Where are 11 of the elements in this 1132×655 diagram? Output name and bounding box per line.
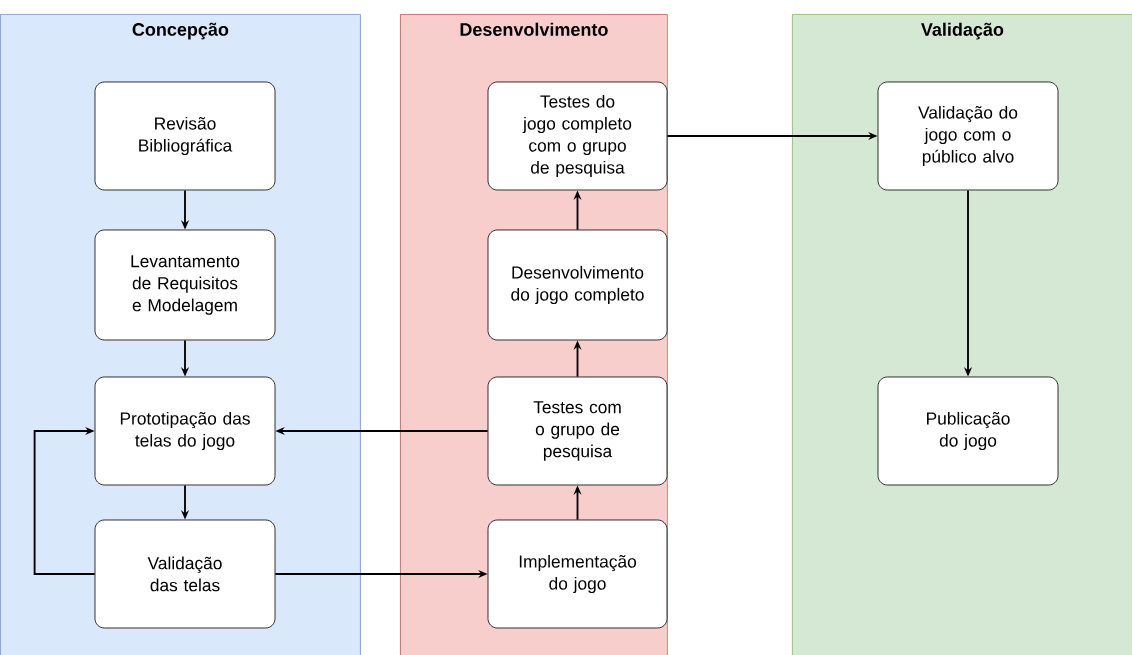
process-box: Levantamento de Requisitos e Modelagem [94,229,276,341]
arrow [33,426,96,575]
process-box: Publicação do jogo [877,376,1059,486]
process-box: Prototipação das telas do jogo [94,376,276,486]
process-box: Validação do jogo com o público alvo [877,81,1059,191]
process-box: Testes com o grupo de pesquisa [487,376,668,486]
process-box: Validação das telas [94,519,276,629]
process-box: Revisão Bibliográfica [94,81,276,191]
process-box: Implementação do jogo [487,519,668,629]
process-box: Desenvolvimento do jogo completo [487,229,668,341]
process-box: Testes do jogo completo com o grupo de pesquisa [487,81,668,191]
